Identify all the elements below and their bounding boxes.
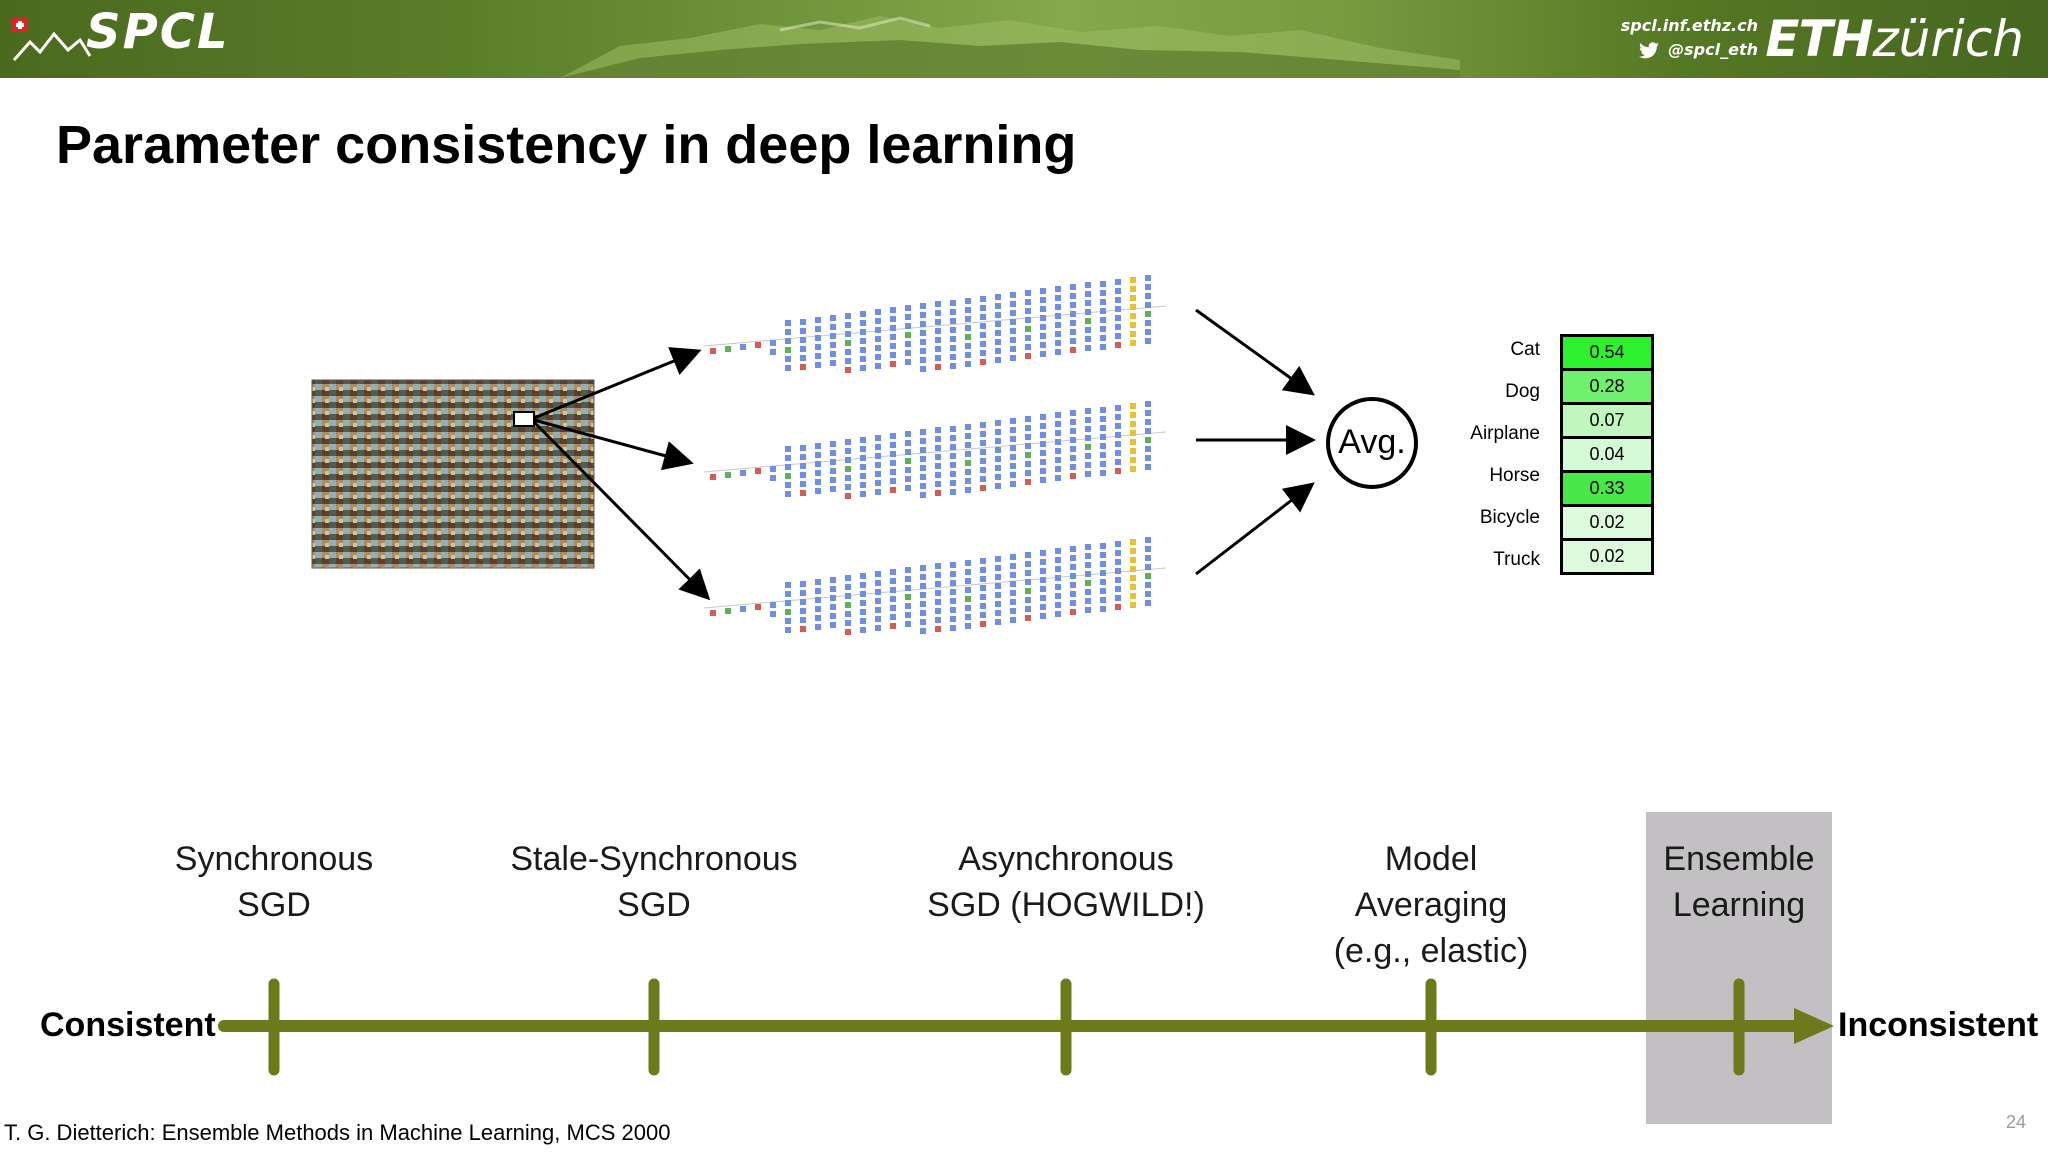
spcl-logo-text: SPCL — [86, 4, 230, 60]
twitter-bird-icon — [1639, 41, 1660, 58]
consistent-end-label: Consistent — [40, 1006, 216, 1044]
class-label-dog: Dog — [1505, 381, 1540, 402]
class-label-horse: Horse — [1489, 465, 1540, 486]
stage-stale-synchronous-sgd: Stale-Synchronous SGD — [510, 840, 798, 924]
mountain-panorama-image — [560, 16, 1460, 78]
prob-cell: 0.28 — [1563, 371, 1651, 402]
spectrum-arrowhead — [1794, 1008, 1834, 1044]
header-contact: spcl.inf.ethz.ch @spcl_eth — [1621, 14, 1758, 62]
eth-logo-regular: zürich — [1872, 10, 2024, 68]
prob-cell: 0.04 — [1563, 439, 1651, 470]
eth-logo-bold: ETH — [1765, 10, 1873, 68]
website-link[interactable]: spcl.inf.ethz.ch — [1620, 16, 1758, 35]
eth-zurich-logo: ETHzürich — [1765, 10, 2024, 68]
prob-cell: 0.02 — [1563, 507, 1651, 538]
header-banner: SPCL spcl.inf.ethz.ch @spcl_eth ETHzüric… — [0, 0, 2048, 78]
stage-synchronous-sgd: Synchronous SGD — [174, 840, 374, 924]
class-label-cat: Cat — [1510, 339, 1540, 360]
page-number: 24 — [2005, 1112, 2026, 1132]
class-label-truck: Truck — [1493, 549, 1540, 570]
spcl-logo-icon — [12, 18, 92, 61]
prob-cell: 0.54 — [1563, 337, 1651, 368]
citation: T. G. Dietterich: Ensemble Methods in Ma… — [4, 1120, 671, 1145]
class-label-bicycle: Bicycle — [1479, 507, 1540, 528]
avg-label: Avg. — [1338, 423, 1406, 461]
class-label-airplane: Airplane — [1470, 423, 1540, 444]
stage-ensemble-learning: Ensemble Learning — [1663, 840, 1815, 924]
probability-column: 0.54 0.28 0.07 0.04 0.33 0.02 0.02 — [1560, 334, 1654, 575]
prob-cell: 0.02 — [1563, 541, 1651, 572]
twitter-handle-row[interactable]: @spcl_eth — [1621, 38, 1758, 62]
prob-cell: 0.07 — [1563, 405, 1651, 436]
prob-cell: 0.33 — [1563, 473, 1651, 504]
twitter-handle: @spcl_eth — [1668, 40, 1758, 59]
slide-title: Parameter consistency in deep learning — [56, 115, 1077, 175]
stage-model-averaging: Model Averaging (e.g., elastic) — [1333, 840, 1529, 970]
stage-asynchronous-sgd: Asynchronous SGD (HOGWILD!) — [927, 840, 1205, 924]
inconsistent-end-label: Inconsistent — [1838, 1006, 2039, 1044]
